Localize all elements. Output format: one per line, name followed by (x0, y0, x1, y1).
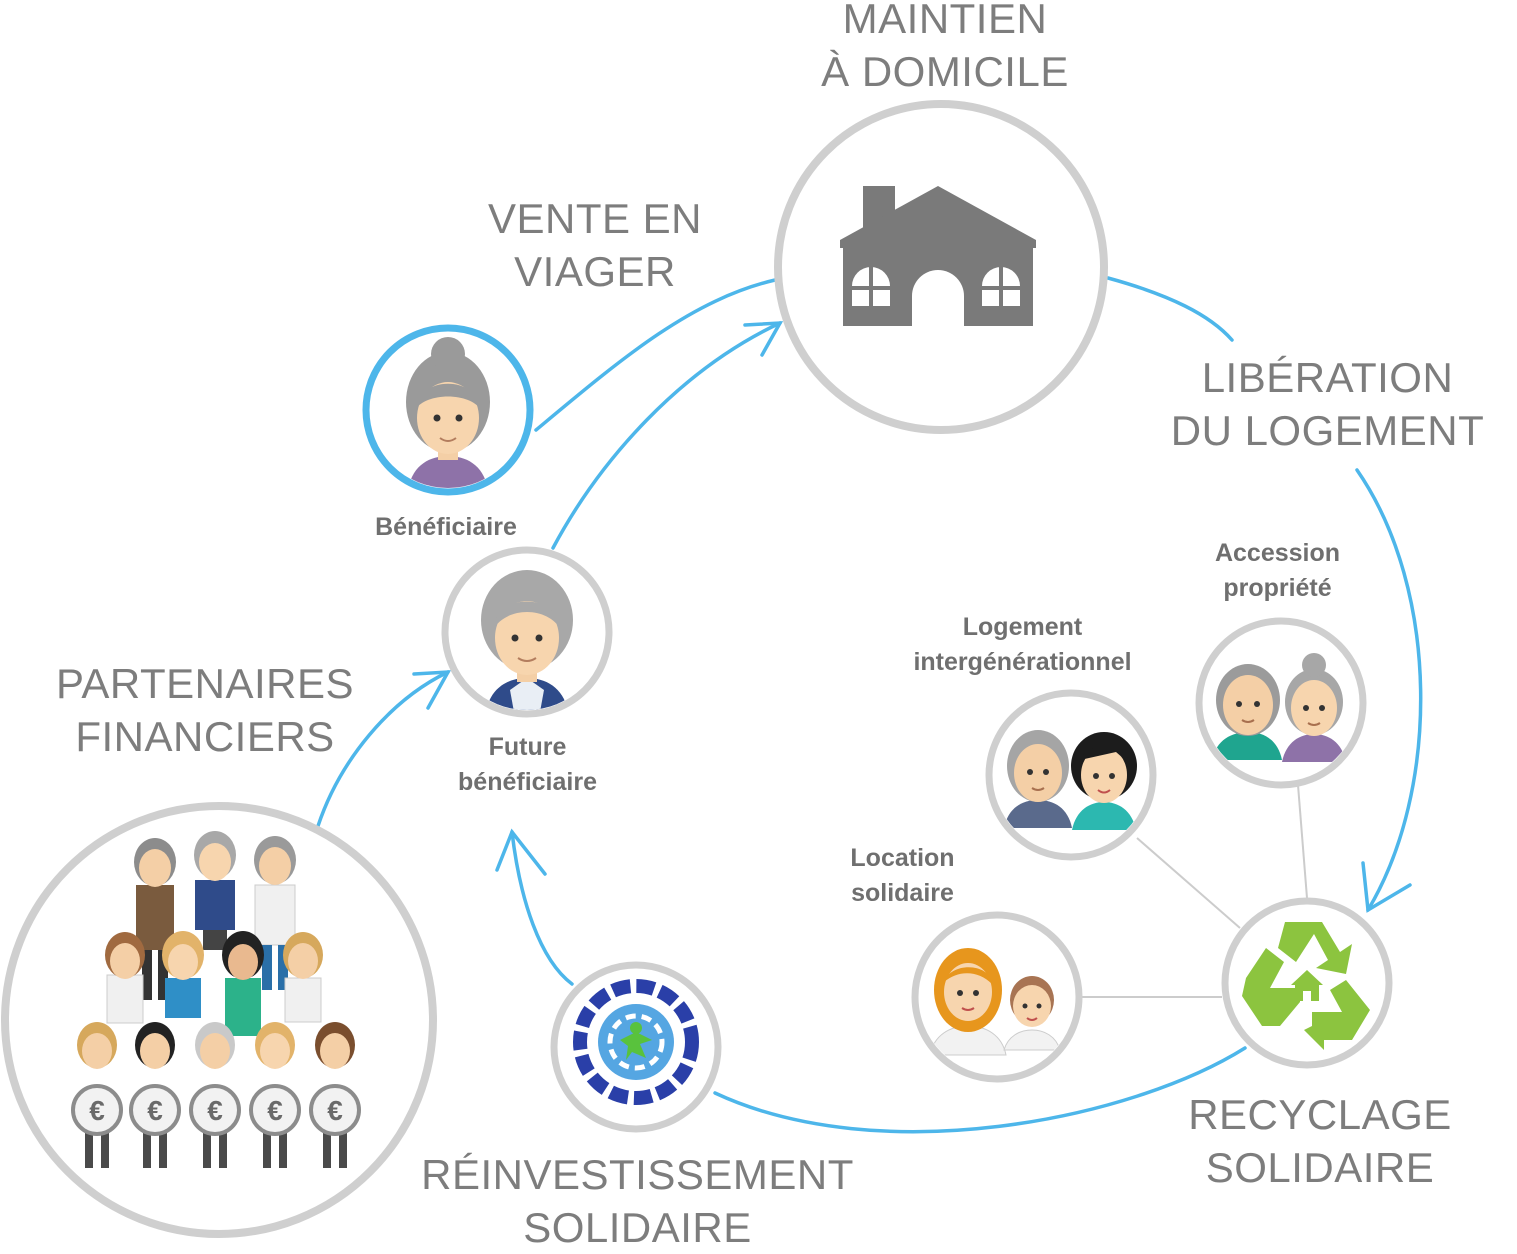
label-line: RÉINVESTISSEMENT (421, 1151, 854, 1198)
connector-lines (1079, 784, 1308, 998)
elderly-couple-avatar (1212, 653, 1346, 762)
arrowhead-recycle (1361, 861, 1412, 913)
label-beneficiaire: Bénéficiaire (346, 510, 546, 545)
elderly-woman-avatar (406, 337, 490, 488)
label-line: Accession (1214, 539, 1341, 567)
label-line: Location (850, 844, 955, 872)
euro-coin-1: € (71, 1084, 123, 1136)
label-line: DU LOGEMENT (1170, 407, 1485, 454)
arrow-future-to-house (551, 321, 782, 550)
label-recyclage-solidaire: RECYCLAGE SOLIDAIRE (1170, 1088, 1470, 1194)
label-location-solidaire: Location solidaire (815, 841, 990, 911)
logement-node (985, 689, 1157, 861)
label-line: SOLIDAIRE (523, 1204, 752, 1251)
svg-text:€: € (147, 1095, 163, 1126)
arrow-hub-to-future (510, 830, 574, 986)
cycle-arrows (316, 276, 1423, 1134)
arrowhead-future-left (412, 670, 452, 710)
arrowhead-future-bottom (495, 828, 547, 876)
recyclage-node (1221, 897, 1393, 1069)
label-line: SOLIDAIRE (1205, 1144, 1435, 1191)
arrow-recycle-to-hub (713, 1046, 1247, 1134)
grandmother-avatar (481, 570, 573, 710)
crowd-back-row (134, 831, 296, 1000)
label-future-beneficiaire: Future bénéficiaire (425, 730, 630, 800)
label-line: PARTENAIRES (55, 660, 355, 707)
euro-coin-5: € (309, 1084, 361, 1136)
crowd-illustration: € € € € € (71, 831, 361, 1168)
accession-node (1195, 617, 1367, 789)
label-line: Future (488, 733, 567, 761)
label-maintien-a-domicile: MAINTIEN À DOMICILE (790, 0, 1100, 98)
partners-node: € € € € € (1, 802, 437, 1238)
reinvestissement-node (550, 961, 722, 1133)
location-node (911, 911, 1083, 1083)
label-line: Bénéficiaire (375, 513, 517, 541)
beneficiaire-node (362, 324, 534, 496)
label-line: À DOMICILE (821, 48, 1069, 95)
label-liberation-du-logement: LIBÉRATION DU LOGEMENT (1155, 351, 1500, 457)
euro-coins: € € € € € (71, 1084, 361, 1136)
svg-text:€: € (267, 1095, 283, 1126)
arrowhead-house (743, 321, 784, 357)
arrow-partners-to-future (316, 670, 450, 828)
arrow-benef-to-house (534, 278, 777, 432)
label-reinvestissement-solidaire: RÉINVESTISSEMENT SOLIDAIRE (400, 1148, 875, 1254)
label-line: solidaire (851, 879, 954, 907)
label-line: FINANCIERS (75, 713, 335, 760)
label-line: intergénérationnel (913, 648, 1132, 676)
mother-child-avatar (929, 948, 1061, 1056)
label-line: VIAGER (514, 248, 676, 295)
recycle-icon (1242, 922, 1370, 1050)
euro-coin-3: € (189, 1084, 241, 1136)
label-line: RECYCLAGE (1188, 1091, 1452, 1138)
intergenerational-avatar (1004, 730, 1137, 830)
label-line: bénéficiaire (458, 768, 597, 796)
crowd-front-row (77, 1022, 355, 1168)
arrow-house-to-recycle (1106, 276, 1234, 342)
svg-text:€: € (207, 1095, 223, 1126)
label-line: LIBÉRATION (1201, 354, 1454, 401)
label-line: VENTE EN (487, 195, 703, 242)
label-line: Logement (962, 613, 1083, 641)
svg-text:€: € (89, 1095, 105, 1126)
future-beneficiaire-node (441, 546, 613, 718)
label-vente-en-viager: VENTE EN VIAGER (455, 192, 735, 298)
label-logement-intergenerationnel: Logement intergénérationnel (880, 610, 1165, 680)
label-accession-propriete: Accession propriété (1180, 536, 1375, 606)
crowd-middle-row (105, 931, 323, 1036)
people-ring-icon (573, 979, 699, 1105)
label-partenaires-financiers: PARTENAIRES FINANCIERS (40, 657, 370, 763)
euro-coin-4: € (249, 1084, 301, 1136)
label-line: propriété (1223, 574, 1332, 602)
label-line: MAINTIEN (842, 0, 1048, 42)
arrow-liberation-to-recycle (1355, 468, 1423, 912)
svg-text:€: € (327, 1095, 343, 1126)
euro-coin-2: € (129, 1084, 181, 1136)
house-node (774, 100, 1108, 434)
